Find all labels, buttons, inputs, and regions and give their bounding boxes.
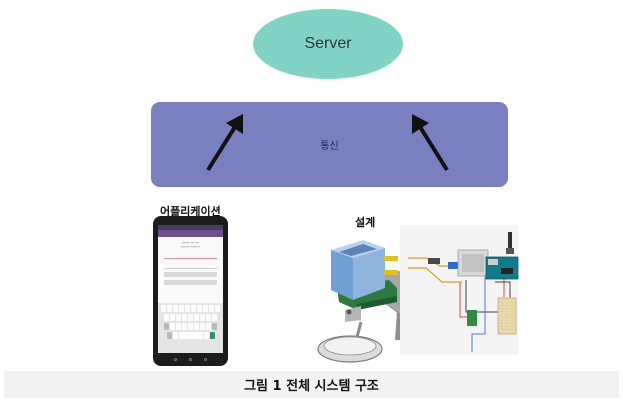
application-label: 어플리케이션	[160, 205, 221, 218]
server-label: Server	[304, 35, 352, 52]
phone-icon: ━━━━ ━━ ━━━━━━━ ━━━━━	[153, 216, 228, 366]
communication-label: 통신	[320, 141, 339, 152]
communication-box: 통신	[151, 102, 508, 187]
design-label: 설계	[355, 216, 376, 229]
server-node: Server	[253, 9, 403, 79]
arduino-circuit-icon	[400, 225, 519, 355]
figure-caption-text: 그림 1 전체 시스템 구조	[244, 379, 379, 394]
arrow-up-left-icon	[206, 114, 243, 172]
phone-screen: ━━━━ ━━ ━━━━━━━ ━━━━━	[158, 225, 223, 353]
arrow-up-right-icon	[412, 114, 449, 172]
figure-caption: 그림 1 전체 시스템 구조	[4, 371, 619, 398]
phone-keyboard	[158, 303, 223, 353]
